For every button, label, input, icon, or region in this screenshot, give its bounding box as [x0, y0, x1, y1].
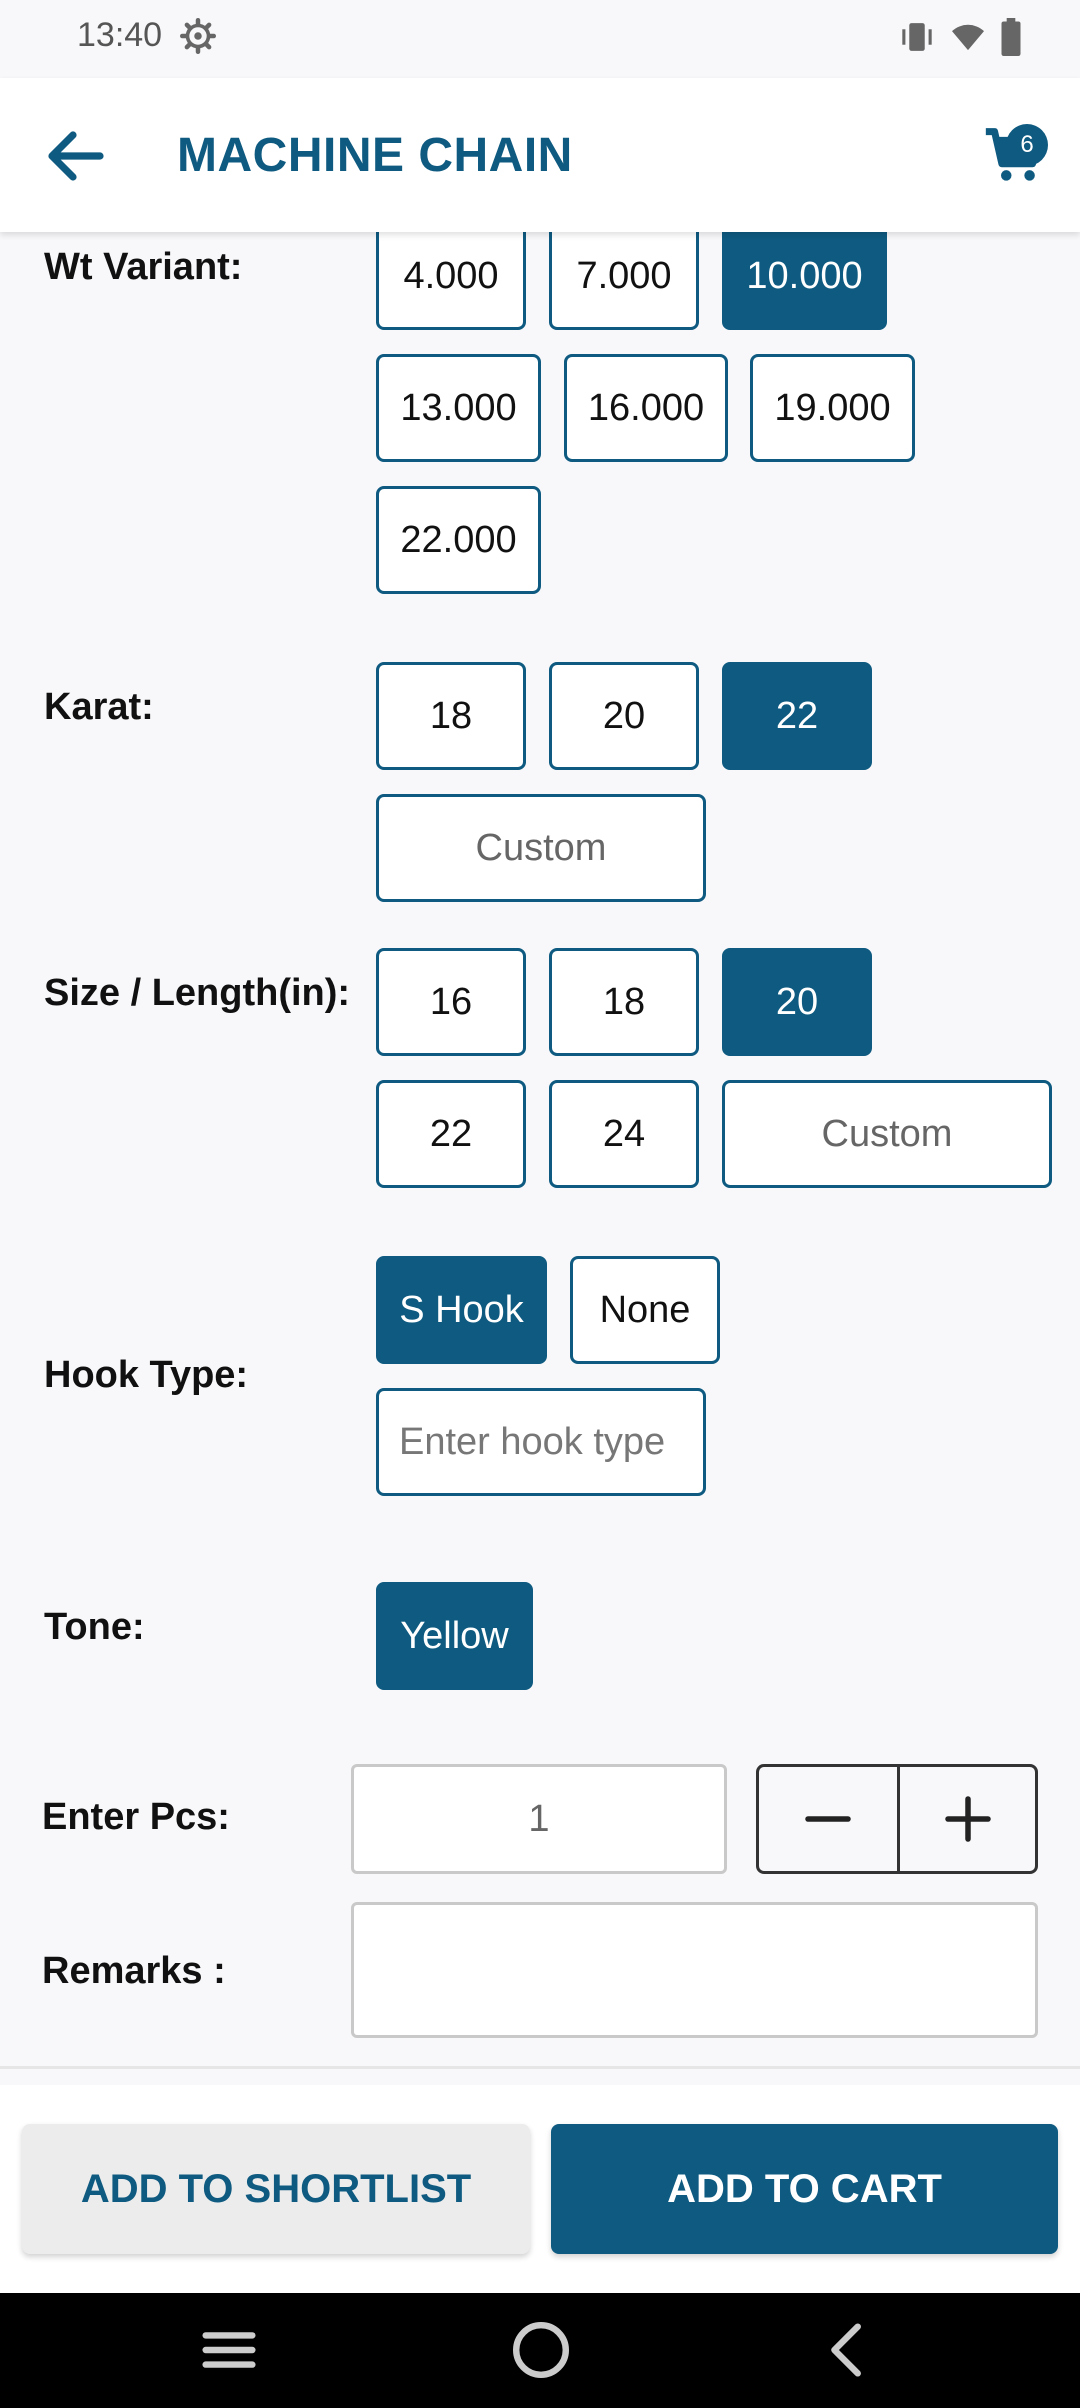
settings-gear-icon [180, 18, 216, 54]
wt-option-22-000[interactable]: 22.000 [376, 486, 541, 594]
decrement-button[interactable] [759, 1767, 897, 1871]
karat-option-20[interactable]: 20 [549, 662, 699, 770]
size-option-16[interactable]: 16 [376, 948, 526, 1056]
karat-option-18[interactable]: 18 [376, 662, 526, 770]
page-title: MACHINE CHAIN [177, 129, 573, 182]
hook-option-none[interactable]: None [570, 1256, 720, 1364]
hook-type-field[interactable] [376, 1388, 706, 1496]
status-bar: 13:40 [0, 0, 1080, 78]
divider [0, 2066, 1080, 2069]
pcs-stepper [756, 1764, 1038, 1874]
size-length-label: Size / Length(in): [44, 972, 351, 1014]
back-arrow-icon[interactable] [40, 120, 112, 192]
tone-option-yellow[interactable]: Yellow [376, 1582, 533, 1690]
system-nav-bar [0, 2293, 1080, 2408]
wt-option-10-000[interactable]: 10.000 [722, 222, 887, 330]
app-bar: MACHINE CHAIN [0, 78, 1080, 232]
increment-button[interactable] [897, 1767, 1035, 1871]
wt-option-4-000[interactable]: 4.000 [376, 222, 526, 330]
size-option-22[interactable]: 22 [376, 1080, 526, 1188]
hook-option-s-hook[interactable]: S Hook [376, 1256, 547, 1364]
wifi-icon [952, 24, 984, 51]
back-nav-icon[interactable] [814, 2315, 884, 2385]
vibrate-icon [902, 23, 932, 51]
size-custom-button[interactable]: Custom [722, 1080, 1052, 1188]
battery-icon [1001, 18, 1021, 56]
remarks-label: Remarks : [42, 1950, 226, 1992]
plus-icon [944, 1796, 991, 1842]
remarks-input[interactable] [351, 1902, 1038, 2038]
karat-label: Karat: [44, 686, 154, 728]
karat-custom-button[interactable]: Custom [376, 794, 706, 902]
minus-icon [805, 1816, 851, 1822]
size-option-24[interactable]: 24 [549, 1080, 699, 1188]
wt-option-19-000[interactable]: 19.000 [750, 354, 915, 462]
hook-type-label: Hook Type: [44, 1354, 249, 1396]
home-icon[interactable] [506, 2315, 576, 2385]
hook-type-input[interactable] [379, 1391, 703, 1493]
size-option-20[interactable]: 20 [722, 948, 872, 1056]
enter-pcs-label: Enter Pcs: [42, 1796, 230, 1838]
wt-option-7-000[interactable]: 7.000 [549, 222, 699, 330]
status-time: 13:40 [77, 16, 163, 54]
size-option-18[interactable]: 18 [549, 948, 699, 1056]
wt-option-16-000[interactable]: 16.000 [564, 354, 728, 462]
cart-count-badge: 6 [1006, 124, 1048, 166]
pcs-input[interactable]: 1 [351, 1764, 727, 1874]
recent-apps-icon[interactable] [194, 2315, 264, 2385]
wt-variant-label: Wt Variant: [44, 246, 243, 288]
add-to-shortlist-button[interactable]: ADD TO SHORTLIST [22, 2124, 530, 2254]
add-to-cart-button[interactable]: ADD TO CART [551, 2124, 1058, 2254]
tone-label: Tone: [44, 1606, 145, 1648]
wt-option-13-000[interactable]: 13.000 [376, 354, 541, 462]
karat-option-22[interactable]: 22 [722, 662, 872, 770]
